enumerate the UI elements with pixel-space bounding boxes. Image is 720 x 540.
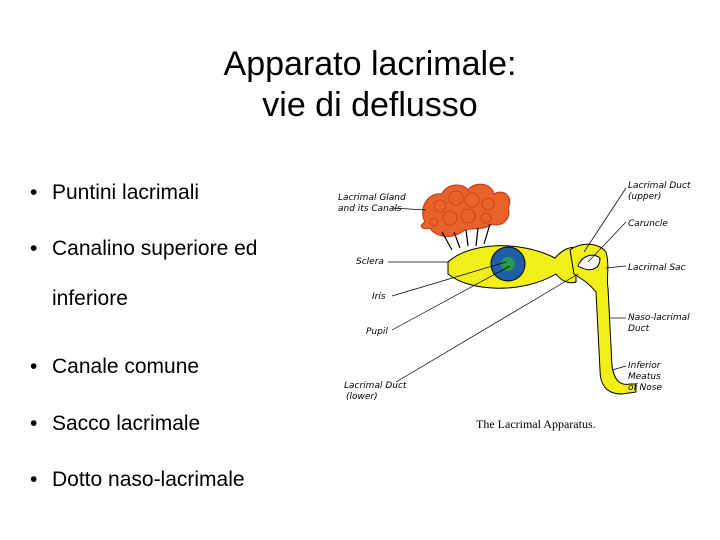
label-sclera: Sclera [356, 257, 384, 267]
leader-lines [388, 187, 627, 383]
diagram-labels: Lacrimal Gland and its Canals Sclera Iri… [338, 181, 691, 402]
bullet-dot: • [30, 355, 38, 378]
eye-shape [447, 245, 577, 289]
label-caruncle: Caruncle [628, 219, 668, 229]
bullet-text: Sacco lacrimale [52, 412, 201, 435]
bullet-text: Canale comune [52, 355, 200, 378]
title-line-1: Apparato lacrimale: [223, 45, 517, 83]
bullet-dot: • [30, 181, 38, 204]
label-pupil: Pupil [366, 327, 388, 337]
label-inferior: Inferior [628, 361, 662, 371]
bullet-text: Puntini lacrimali [52, 181, 200, 204]
label-lacrimal-sac: Lacrimal Sac [628, 263, 686, 273]
label-lacrimal-duct-lower-2: (lower) [346, 392, 378, 402]
lacrimal-apparatus-diagram: Lacrimal Gland and its Canals Sclera Iri… [338, 181, 691, 431]
diagram-caption: The Lacrimal Apparatus. [476, 417, 596, 431]
label-lacrimal-gland-canals: and its Canals [338, 204, 402, 214]
title-line-2: vie di deflusso [262, 86, 478, 124]
slide-title: Apparato lacrimale: vie di deflusso [0, 44, 720, 126]
bullet-dot: • [30, 237, 38, 260]
bullet-continuation: inferiore [52, 287, 128, 310]
bullet-dot: • [30, 468, 38, 491]
label-lacrimal-gland: Lacrimal Gland [338, 193, 406, 203]
label-iris: Iris [372, 292, 386, 302]
label-meatus: Meatus [628, 372, 661, 382]
label-of-nose: of Nose [628, 383, 662, 393]
label-lacrimal-duct-lower: Lacrimal Duct [344, 381, 407, 391]
bullet-text: Dotto naso-lacrimale [52, 468, 245, 491]
bullet-dot: • [30, 412, 38, 435]
bullet-text: Canalino superiore ed [52, 237, 258, 260]
lacrimal-duct-system [569, 243, 637, 395]
gland-canals [441, 223, 491, 251]
lacrimal-gland-shape [420, 183, 511, 237]
label-nasolacrimal-duct: Naso-lacrimal [628, 313, 690, 323]
label-lacrimal-duct-upper-2: (upper) [628, 192, 661, 202]
label-lacrimal-duct-upper: Lacrimal Duct [628, 181, 691, 191]
label-nasolacrimal-duct-2: Duct [628, 324, 650, 334]
